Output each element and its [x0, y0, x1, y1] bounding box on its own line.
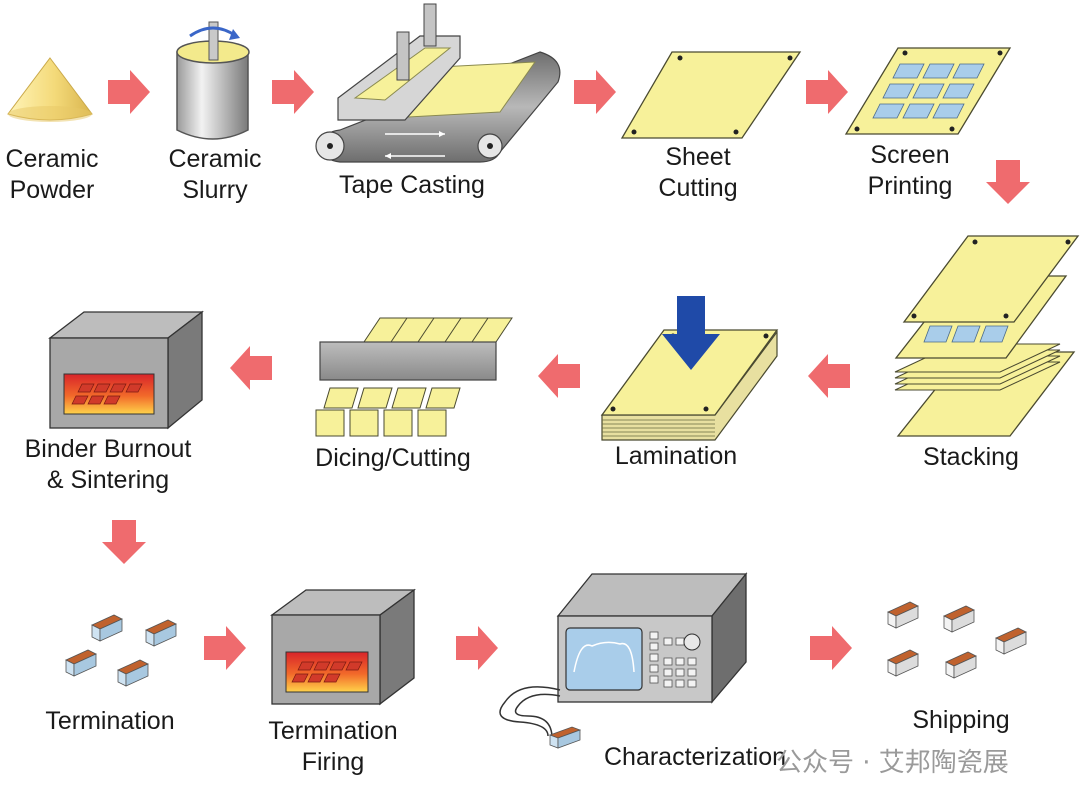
tape-casting-machine-icon [315, 3, 561, 163]
termination-firing-furnace-icon [270, 588, 416, 706]
label-line: Cutting [658, 174, 738, 202]
screen-printed-sheet-icon [844, 47, 1012, 135]
label-ceramic-slurry: Ceramic Slurry [160, 144, 270, 206]
label-termination: Termination [45, 707, 175, 735]
label-screen-printing: Screen Printing [854, 140, 966, 202]
arrow-down-icon [986, 160, 1030, 204]
sintering-furnace-icon [48, 310, 204, 430]
press-down-arrow-icon [662, 296, 720, 370]
shipping-chips-icon [887, 601, 1027, 679]
arrow-down-icon [102, 520, 146, 564]
label-ceramic-powder: Ceramic Powder [0, 144, 104, 206]
label-stacking: Stacking [923, 443, 1019, 471]
label-line: Ceramic [5, 145, 99, 173]
stacking-sheets-icon [894, 235, 1080, 437]
dicing-blade-icon [315, 317, 513, 437]
label-line: Powder [9, 176, 95, 204]
label-binder-burnout-sintering: Binder Burnout & Sintering [4, 434, 212, 496]
label-dicing-cutting: Dicing/Cutting [315, 444, 471, 472]
ceramic-sheet-icon [620, 51, 802, 139]
impedance-analyzer-icon [499, 572, 748, 749]
arrow-right-icon [806, 70, 848, 114]
arrow-right-icon [272, 70, 314, 114]
label-line: Binder Burnout [24, 435, 192, 463]
arrow-left-icon [230, 346, 272, 390]
label-line: Termination [268, 717, 398, 745]
label-line: & Sintering [46, 466, 170, 494]
label-lamination: Lamination [614, 442, 738, 470]
label-line: Slurry [182, 176, 248, 204]
watermark-text: 公众号 · 艾邦陶瓷展 [776, 748, 1009, 778]
label-line: Sheet [665, 143, 731, 171]
label-tape-casting: Tape Casting [339, 171, 485, 199]
label-sheet-cutting: Sheet Cutting [640, 142, 756, 204]
terminated-chips-icon [65, 614, 177, 687]
label-line: Ceramic [168, 145, 262, 173]
label-termination-firing: Termination Firing [256, 716, 410, 778]
label-shipping: Shipping [912, 706, 1010, 734]
label-characterization: Characterization [603, 743, 787, 771]
arrow-left-icon [538, 354, 580, 398]
arrow-left-icon [808, 354, 850, 398]
arrow-right-icon [574, 70, 616, 114]
label-line: Firing [301, 748, 365, 776]
label-line: Printing [867, 172, 953, 200]
ceramic-powder-cone-icon [7, 57, 93, 122]
slurry-mixing-container-icon [176, 21, 250, 140]
arrow-right-icon [108, 70, 150, 114]
arrow-right-icon [810, 626, 852, 670]
arrow-right-icon [456, 626, 498, 670]
label-line: Screen [870, 141, 950, 169]
lamination-stack-icon [600, 329, 779, 441]
arrow-right-icon [204, 626, 246, 670]
